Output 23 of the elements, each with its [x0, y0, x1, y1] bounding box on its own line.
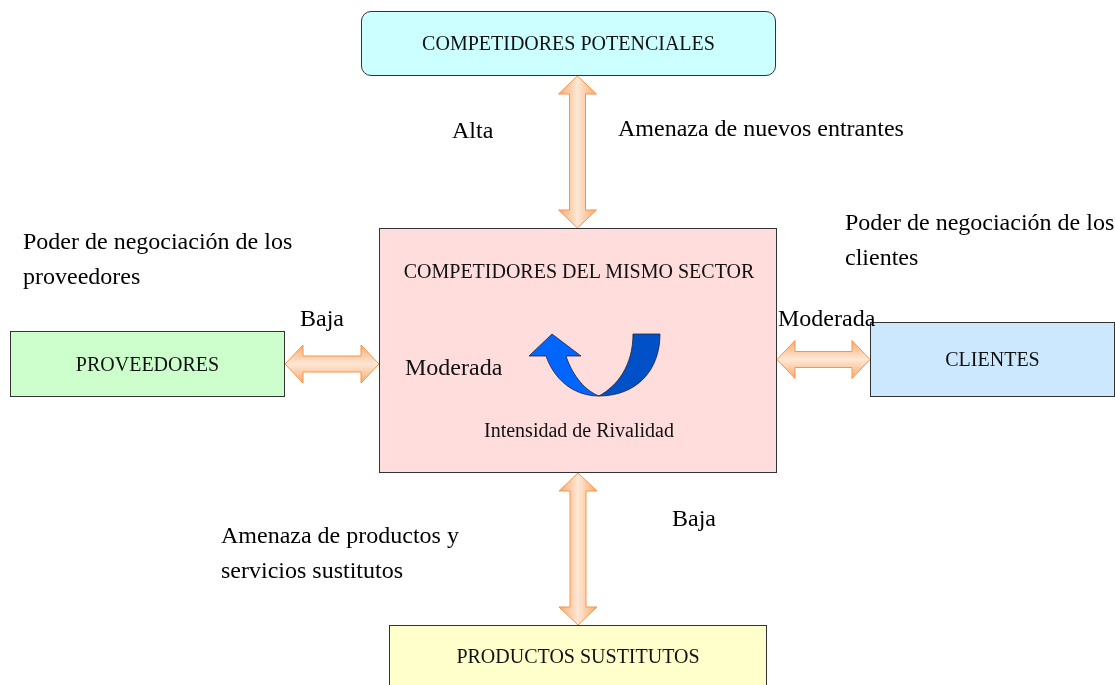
double-arrow — [776, 340, 871, 379]
rating-label: Moderada — [405, 353, 503, 382]
process-box — [361, 11, 776, 76]
double-arrow — [558, 75, 597, 229]
box-label: PROVEEDORES — [75, 352, 220, 376]
force-label: Alta — [452, 116, 494, 145]
box-title: COMPETIDORES DEL MISMO SECTOR — [402, 259, 756, 284]
force-label: Poder de negociación de los clientes — [845, 208, 1115, 272]
box-caption: Intensidad de Rivalidad — [483, 418, 675, 443]
force-label: Amenaza de productos y servicios sustitutos — [221, 521, 460, 585]
process-box — [10, 331, 285, 397]
force-label: Baja — [672, 504, 716, 533]
force-label: Amenaza de nuevos entrantes — [618, 114, 904, 143]
force-label: Baja — [300, 304, 344, 333]
box-label: COMPETIDORES POTENCIALES — [422, 32, 715, 55]
force-label: Moderada — [778, 304, 876, 333]
process-box — [379, 228, 777, 473]
force-label: Poder de negociación de los proveedores — [23, 227, 293, 291]
double-arrow — [558, 472, 598, 626]
box-label: PRODUCTOS SUSTITUTOS — [456, 644, 700, 668]
process-box — [389, 625, 767, 685]
box-label: CLIENTES — [945, 348, 1040, 371]
double-arrow — [284, 344, 380, 384]
